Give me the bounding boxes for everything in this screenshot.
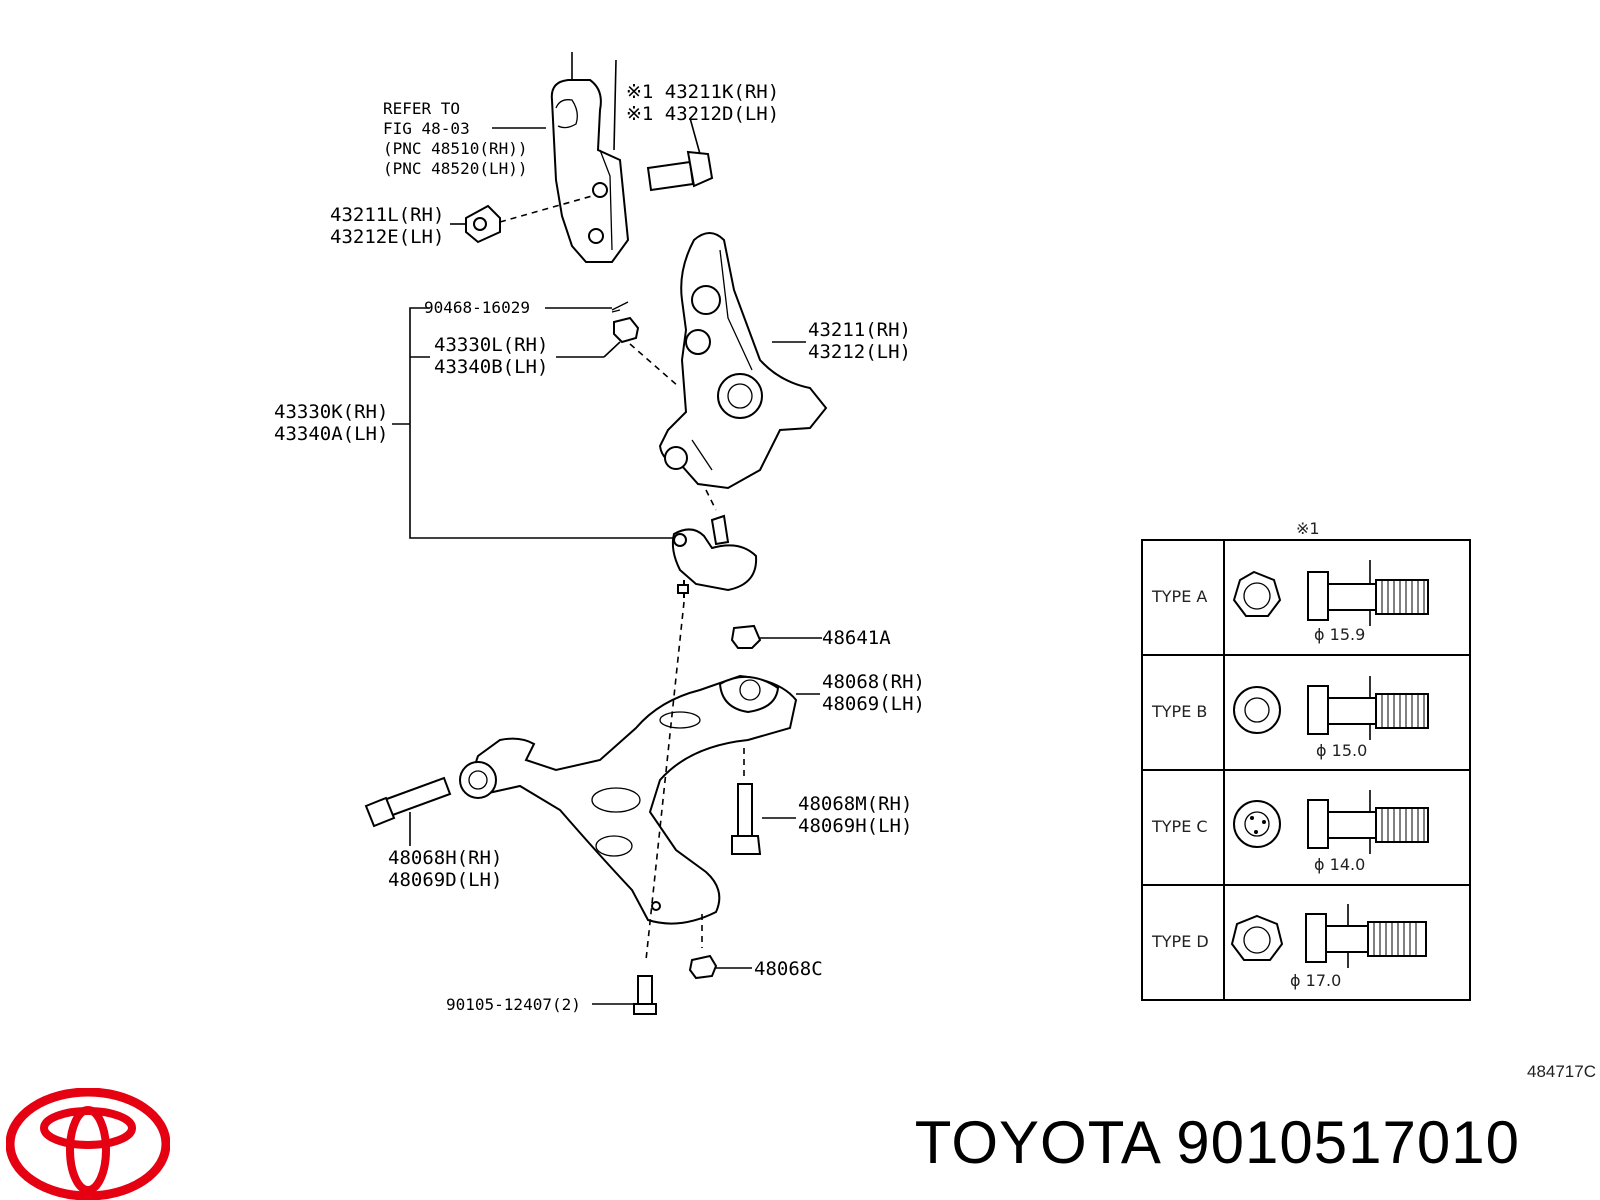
- label-camber-bolt-lh: ※1 43212D(LH): [626, 103, 779, 125]
- label-knuckle-lh: 43212(LH): [808, 341, 911, 363]
- refer-label-2: FIG 48-03: [383, 119, 470, 138]
- refer-label-1: REFER TO: [383, 99, 460, 118]
- figure-reference-code: 484717C: [1526, 1062, 1596, 1081]
- toyota-logo: [6, 1088, 170, 1200]
- label-arm-lh: 48069(LH): [822, 693, 925, 715]
- steering-knuckle: [658, 232, 828, 490]
- label-castle-nut-rh: 43330L(RH): [434, 334, 548, 356]
- arm-vertical-bolt: [731, 783, 796, 855]
- label-lower-bolt: 90105-12407(2): [446, 995, 581, 1014]
- type-b-label: TYPE B: [1151, 702, 1207, 721]
- refer-label-4: (PNC 48520(LH)): [383, 159, 528, 178]
- type-a-diameter: ϕ 15.9: [1314, 625, 1365, 644]
- label-arm-long-bolt-rh: 48068H(RH): [388, 847, 502, 869]
- arm-nut: [688, 954, 752, 980]
- label-cotter-pin: 90468-16029: [424, 298, 530, 317]
- table-row-type-c: TYPE C ϕ 14.0: [1151, 790, 1429, 874]
- label-strut-nut-rh: 43211L(RH): [330, 204, 444, 226]
- label-arm-vertical-bolt-rh: 48068M(RH): [798, 793, 912, 815]
- camber-bolt: [646, 117, 714, 192]
- type-c-diameter: ϕ 14.0: [1314, 855, 1365, 874]
- label-ball-joint-rh: 43330K(RH): [274, 401, 388, 423]
- label-ball-joint-lh: 43340A(LH): [274, 423, 388, 445]
- type-d-label: TYPE D: [1151, 932, 1209, 951]
- refer-label-3: (PNC 48510(RH)): [383, 139, 528, 158]
- label-arm-vertical-bolt-lh: 48069H(LH): [798, 815, 912, 837]
- table-row-type-b: TYPE B ϕ 15.0: [1151, 676, 1429, 760]
- type-a-label: TYPE A: [1151, 587, 1207, 606]
- label-arm-rh: 48068(RH): [822, 671, 925, 693]
- lower-bolt: [592, 975, 657, 1015]
- bolt-type-table: ※1 TYPE A ϕ 15.9 TYPE B: [1141, 519, 1471, 1001]
- type-d-diameter: ϕ 17.0: [1290, 971, 1341, 990]
- label-strut-nut-lh: 43212E(LH): [330, 226, 444, 248]
- lower-control-arm: [459, 674, 820, 925]
- ball-joint-nut: [730, 624, 822, 649]
- label-ball-joint-nut: 48641A: [822, 627, 891, 649]
- label-camber-bolt-rh: ※1 43211K(RH): [626, 81, 779, 103]
- label-castle-nut-lh: 43340B(LH): [434, 356, 548, 378]
- strut-nut: [450, 195, 593, 244]
- type-c-label: TYPE C: [1151, 817, 1208, 836]
- cotter-pin: [545, 301, 629, 313]
- strut-assembly: [550, 52, 630, 263]
- table-row-type-d: TYPE D ϕ 17.0: [1151, 904, 1427, 990]
- arm-long-bolt: [364, 776, 452, 846]
- label-arm-nut: 48068C: [754, 958, 823, 980]
- type-b-diameter: ϕ 15.0: [1316, 741, 1367, 760]
- ball-joint: [671, 489, 758, 598]
- callout-labels: REFER TO FIG 48-03 (PNC 48510(RH)) (PNC …: [274, 81, 925, 1014]
- castle-nut: [556, 316, 679, 387]
- table-row-type-a: TYPE A ϕ 15.9: [1151, 560, 1429, 644]
- part-number-title: TOYOTA 9010517010: [914, 1109, 1520, 1176]
- table-header-mark: ※1: [1296, 519, 1320, 538]
- label-arm-long-bolt-lh: 48069D(LH): [388, 869, 502, 891]
- label-knuckle-rh: 43211(RH): [808, 319, 911, 341]
